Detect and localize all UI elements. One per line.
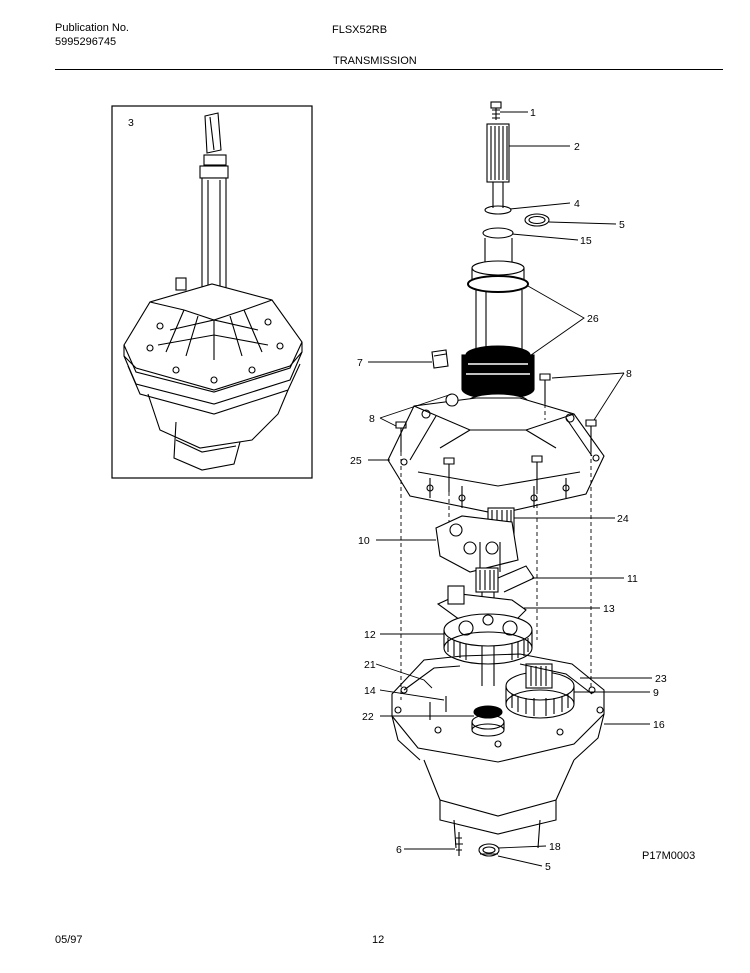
callout-7: 7 — [357, 357, 363, 369]
leader-lines — [368, 111, 652, 867]
part-1-nut — [490, 101, 502, 120]
page-number: 12 — [372, 934, 385, 946]
callout-22: 22 — [362, 711, 374, 723]
part-10-plate — [435, 515, 519, 580]
part-15-seal — [482, 227, 514, 239]
callout-12: 12 — [364, 629, 376, 641]
callout-labels: 3 1 2 4 5 15 26 7 8 8 25 24 10 11 13 12 … — [128, 107, 667, 873]
publication-label: Publication No. — [55, 22, 129, 34]
callout-18: 18 — [549, 841, 561, 853]
part-9-drive-gear — [505, 663, 575, 719]
publication-number: 5995296745 — [55, 36, 117, 48]
part-12-gear — [443, 613, 533, 665]
part-25-upper-cover — [387, 393, 605, 515]
lower-housing — [391, 653, 605, 849]
assembled-transmission-drawing — [123, 112, 303, 471]
footer-date: 05/97 — [55, 934, 83, 946]
callout-3: 3 — [128, 117, 134, 129]
bottom-parts — [455, 832, 500, 857]
callout-8-left: 8 — [369, 413, 375, 425]
callout-8-right: 8 — [626, 368, 632, 380]
callout-23: 23 — [655, 673, 667, 685]
model-number: FLSX52RB — [332, 24, 388, 36]
callout-9: 9 — [653, 687, 659, 699]
callout-11: 11 — [627, 573, 638, 585]
callout-5-lower: 5 — [545, 861, 551, 873]
callout-5-upper: 5 — [619, 219, 625, 231]
part-4-ring — [484, 205, 512, 215]
part-8-bolts — [395, 373, 597, 492]
callout-16: 16 — [653, 719, 665, 731]
part-7-plug — [431, 349, 449, 369]
main-tube — [467, 238, 529, 352]
callout-13: 13 — [603, 603, 615, 615]
callout-26: 26 — [587, 313, 599, 325]
header-rule — [55, 69, 723, 70]
callout-4: 4 — [574, 198, 580, 210]
callout-15: 15 — [580, 235, 592, 247]
part-5-washer-upper — [524, 213, 550, 227]
callout-21: 21 — [364, 659, 376, 671]
callout-10: 10 — [358, 535, 370, 547]
section-title: TRANSMISSION — [333, 55, 417, 67]
callout-24: 24 — [617, 513, 629, 525]
figure-code: P17M0003 — [642, 850, 696, 862]
part-2-splined-shaft — [486, 123, 510, 208]
part-26-bearing — [461, 345, 535, 411]
callout-1: 1 — [530, 107, 536, 119]
callout-25: 25 — [350, 455, 362, 467]
inset-frame — [111, 105, 313, 479]
callout-2: 2 — [574, 141, 580, 153]
callout-14: 14 — [364, 685, 376, 697]
callout-6: 6 — [396, 844, 402, 856]
